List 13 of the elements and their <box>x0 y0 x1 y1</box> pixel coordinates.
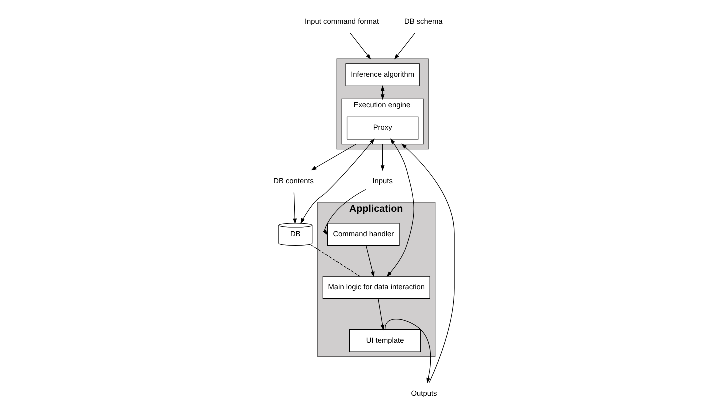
arrow <box>394 33 416 60</box>
arrow <box>385 319 432 384</box>
arrow <box>300 138 375 224</box>
connector <box>310 244 360 277</box>
arrow <box>311 144 357 171</box>
arrow <box>366 246 375 278</box>
arrow <box>323 189 366 236</box>
arrow <box>402 144 455 383</box>
arrow <box>380 144 385 172</box>
arrow <box>350 33 372 60</box>
arrow <box>386 138 414 278</box>
arrow <box>378 298 385 331</box>
arrow <box>293 192 298 224</box>
